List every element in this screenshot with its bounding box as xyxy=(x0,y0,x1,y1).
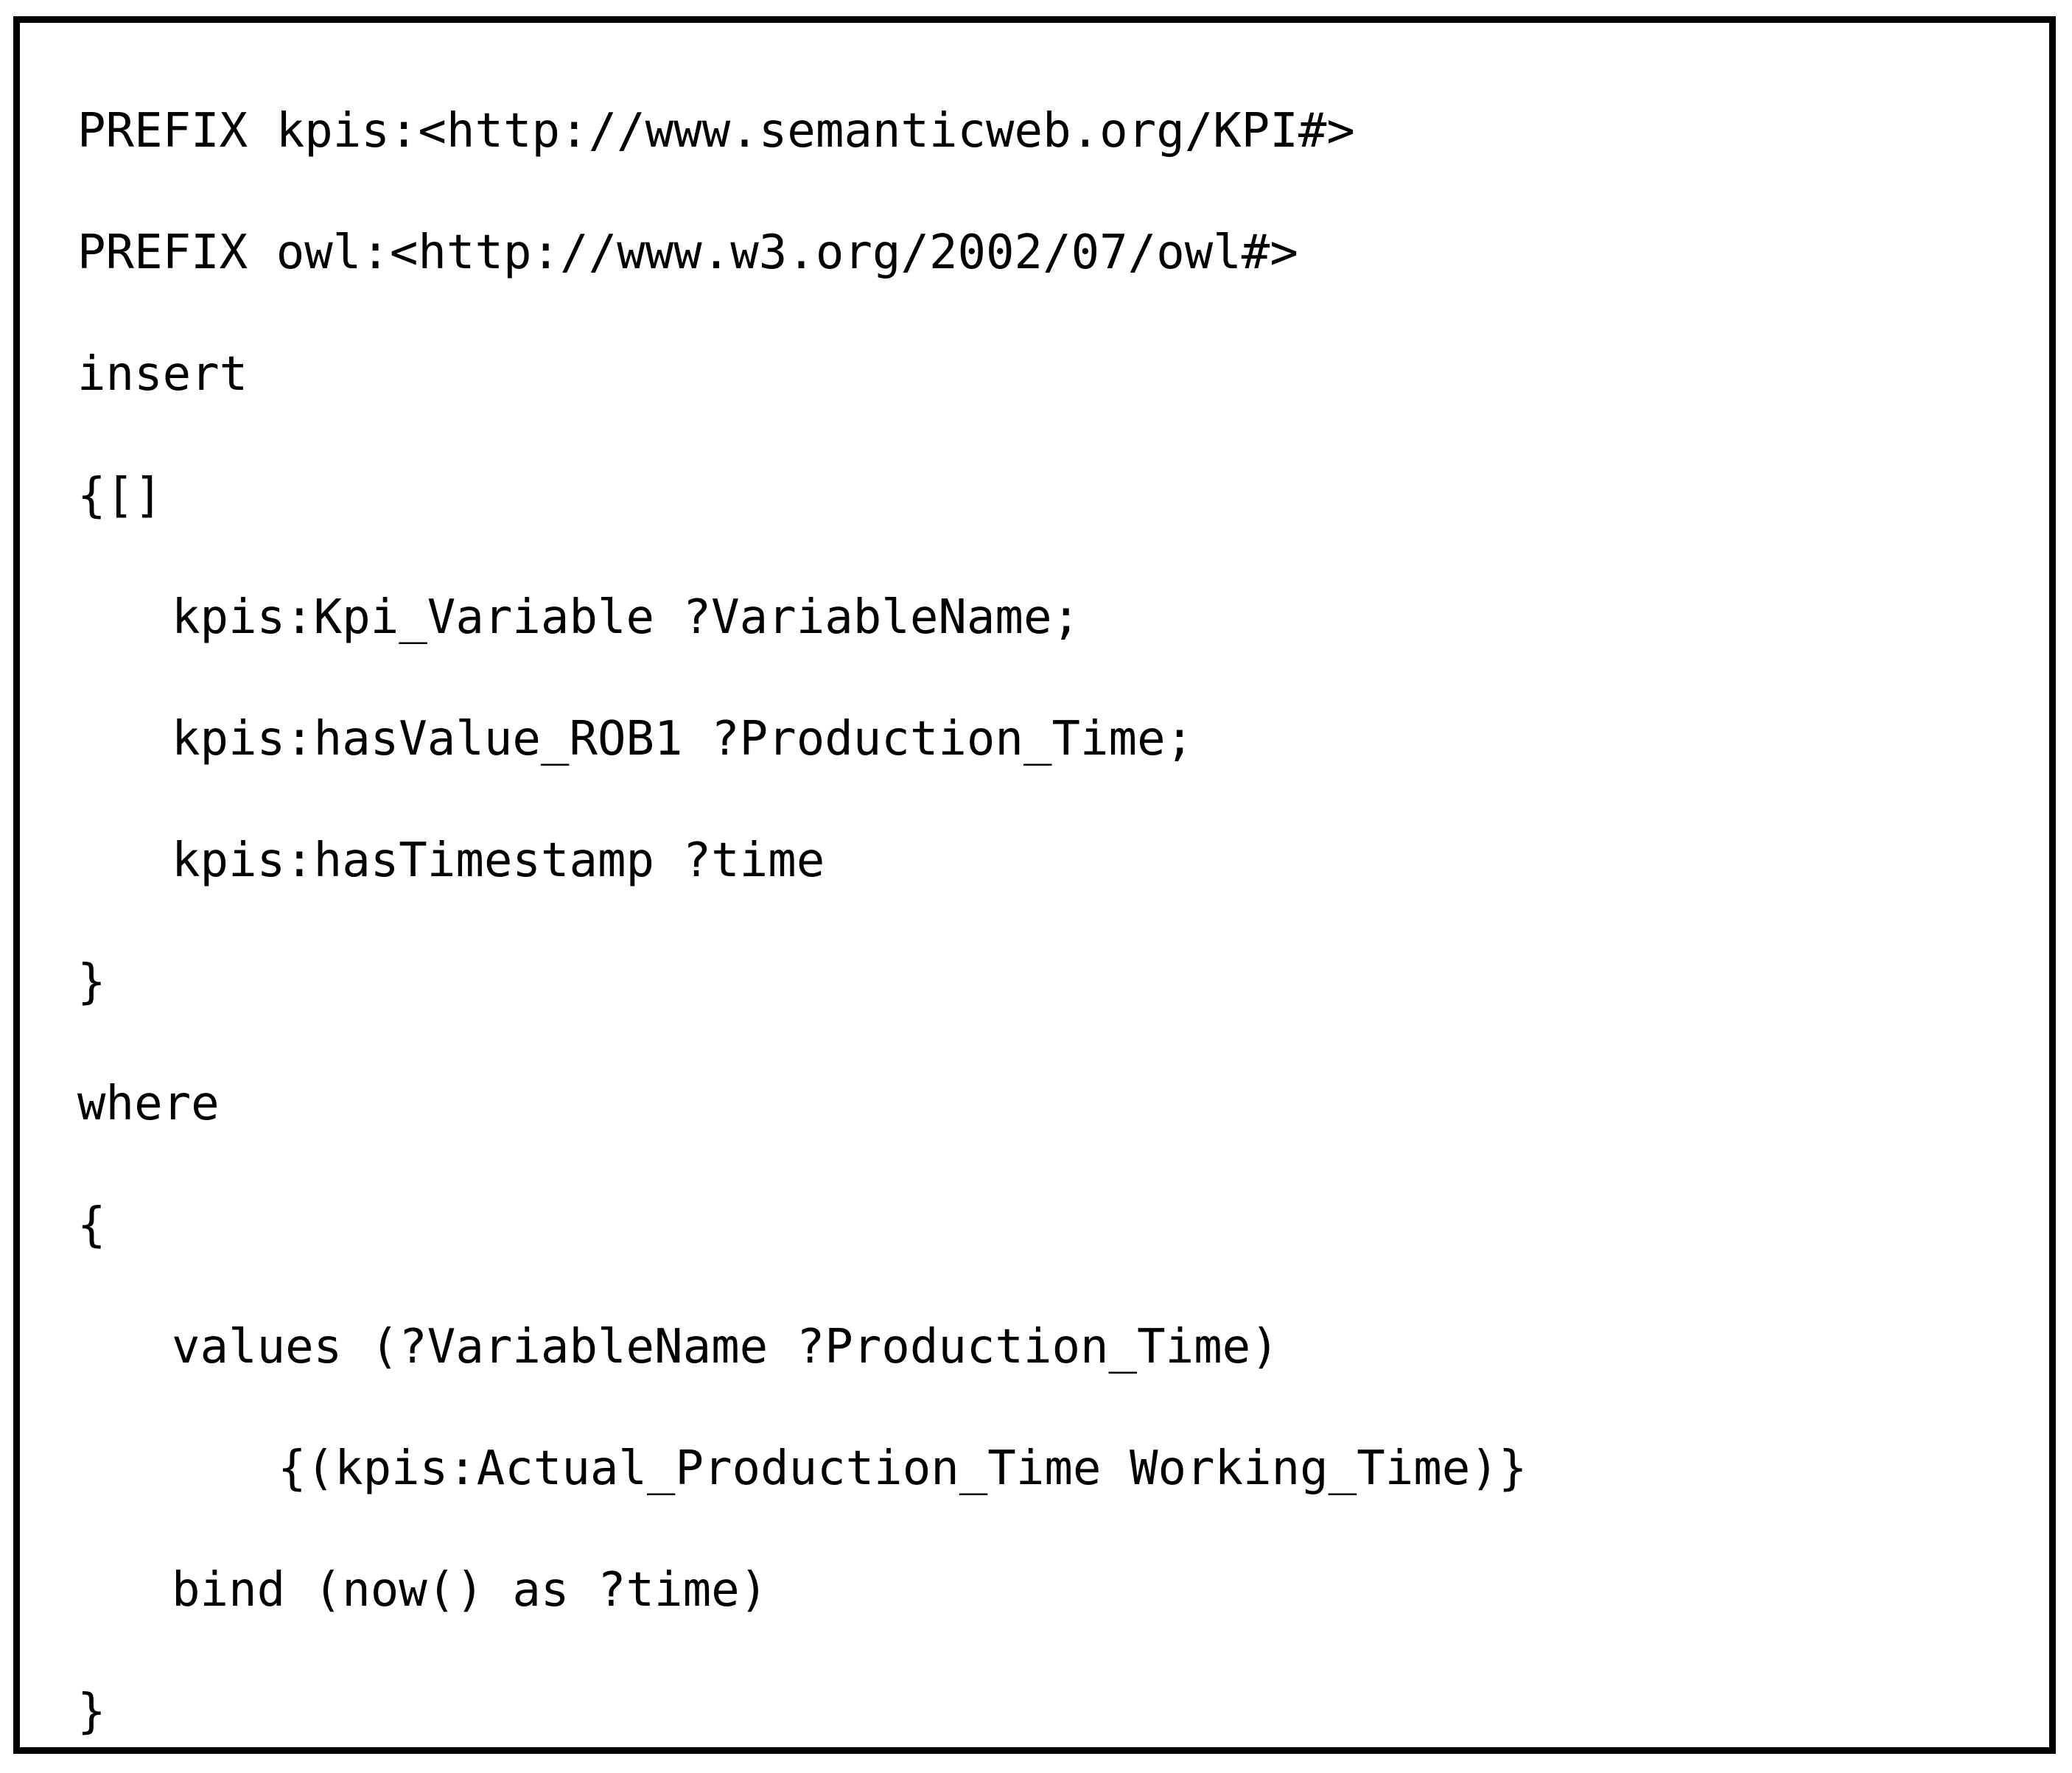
code-line: values (?VariableName ?Production_Time) xyxy=(172,1320,1279,1374)
code-line: kpis:hasTimestamp ?time xyxy=(172,833,825,888)
code-line: PREFIX owl:<http://www.w3.org/2002/07/ow… xyxy=(77,225,1298,280)
code-line: { xyxy=(77,1198,106,1253)
code-line: PREFIX kpis:<http://www.semanticweb.org/… xyxy=(77,104,1355,158)
code-listing-frame: PREFIX kpis:<http://www.semanticweb.org/… xyxy=(13,16,2056,1754)
code-line: kpis:Kpi_Variable ?VariableName; xyxy=(172,590,1080,645)
sparql-code-block: PREFIX kpis:<http://www.semanticweb.org/… xyxy=(20,32,2049,1739)
code-line: {(kpis:Actual_Production_Time Working_Ti… xyxy=(278,1441,1527,1496)
code-line: bind (now() as ?time) xyxy=(172,1563,769,1618)
code-line: kpis:hasValue_ROB1 ?Production_Time; xyxy=(172,712,1194,766)
code-line: insert xyxy=(77,347,248,402)
code-line: {[] xyxy=(77,469,163,523)
code-line: } xyxy=(77,1685,106,1739)
code-line: where xyxy=(77,1077,220,1131)
code-line: } xyxy=(77,955,106,1010)
